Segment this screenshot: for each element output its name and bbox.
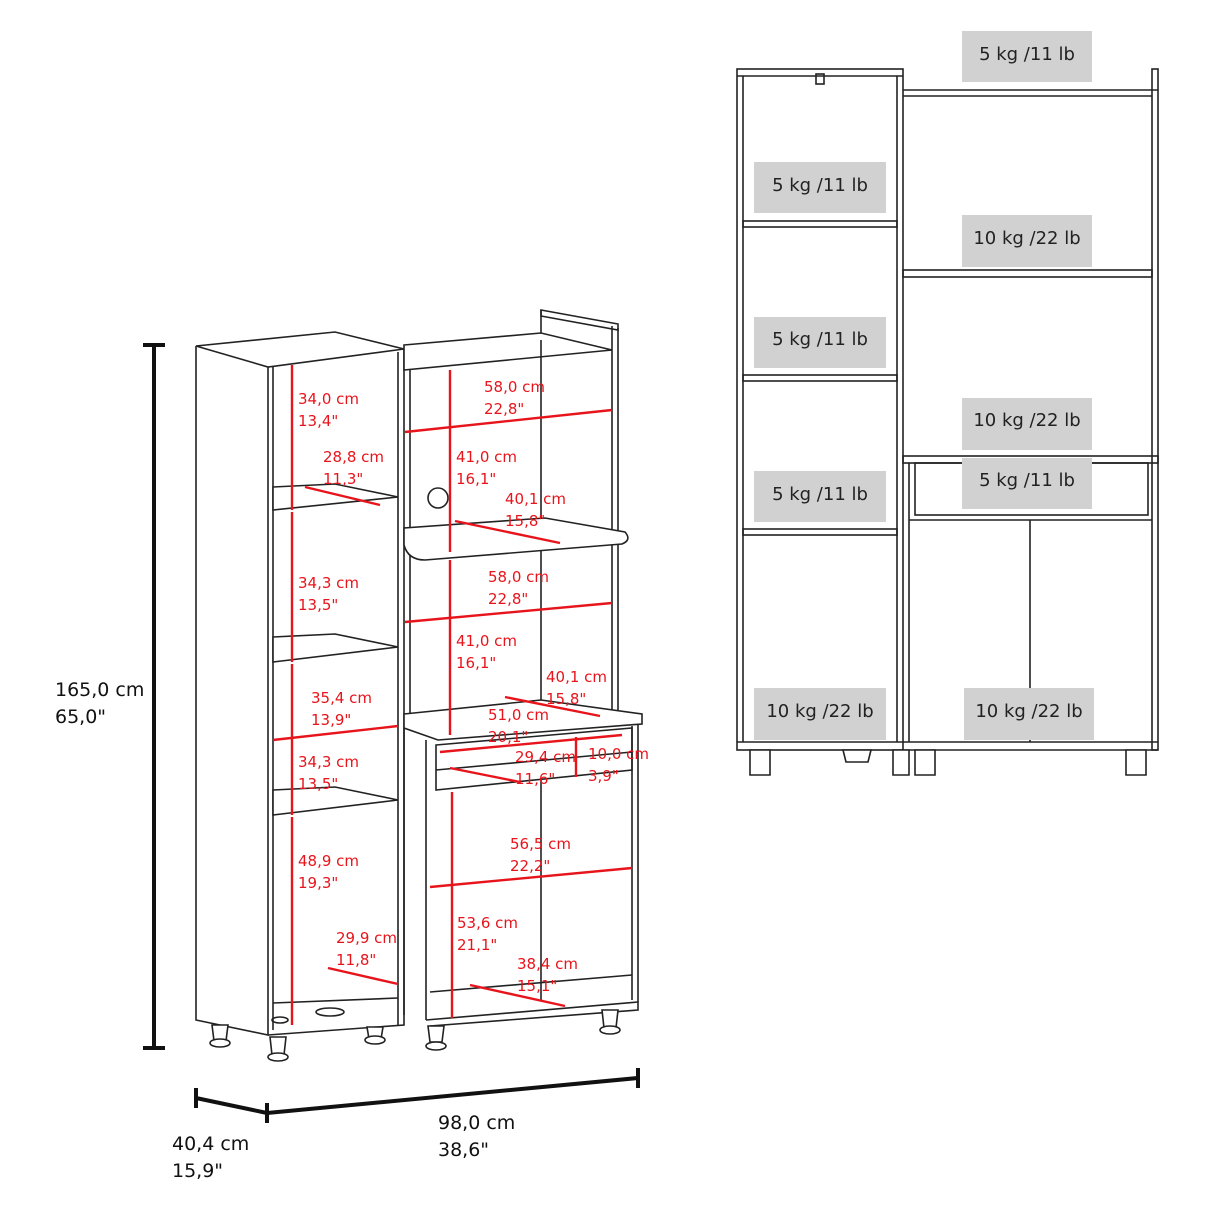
dim-label-cm: 48,9 cm (298, 852, 359, 870)
dim-label-in: 13,9" (311, 711, 351, 729)
dim-label-cm: 34,3 cm (298, 574, 359, 592)
dim-label-in: 22,8" (484, 400, 524, 418)
weight-label: 5 kg /11 lb (772, 175, 868, 196)
dim-label-cm: 35,4 cm (311, 689, 372, 707)
dim-label-cm: 38,4 cm (517, 955, 578, 973)
dim-label-in: 16,1" (456, 654, 496, 672)
dim-label-cm: 34,0 cm (298, 390, 359, 408)
feet (749, 749, 1147, 776)
inner-dimension-labels: 34,0 cm 13,4" 28,8 cm 11,3" 34,3 cm 13,5… (298, 378, 649, 995)
dim-label-in: 13,4" (298, 412, 338, 430)
dim-label-in: 15,1" (517, 977, 557, 995)
dim-label-in: 22,8" (488, 590, 528, 608)
depth-cm: 40,4 cm (172, 1133, 249, 1155)
dim-label-cm: 56,5 cm (510, 835, 571, 853)
load-capacity-drawing (736, 68, 1159, 776)
height-in: 65,0" (55, 706, 106, 728)
weight-label: 5 kg /11 lb (772, 484, 868, 505)
dim-label-in: 13,5" (298, 596, 338, 614)
dim-label-cm: 40,1 cm (546, 668, 607, 686)
front-view-drawing (195, 309, 643, 1062)
dim-label-in: 20,1" (488, 728, 528, 746)
dim-label-cm: 29,9 cm (336, 929, 397, 947)
overall-dimension-lines (143, 343, 640, 1123)
inner-dimension-lines (272, 365, 633, 1025)
unit-feet (425, 1009, 621, 1051)
dim-label-in: 15,8" (505, 512, 545, 530)
width-cm: 98,0 cm (438, 1112, 515, 1134)
dim-label-in: 19,3" (298, 874, 338, 892)
dim-label-in: 15,8" (546, 690, 586, 708)
dim-label-cm: 29,4 cm (515, 748, 576, 766)
weight-label: 10 kg /22 lb (975, 701, 1082, 722)
width-in: 38,6" (438, 1139, 489, 1161)
dim-label-cm: 40,1 cm (505, 490, 566, 508)
dim-label-in: 3,9" (588, 767, 619, 785)
dim-label-cm: 28,8 cm (323, 448, 384, 466)
dim-label-cm: 58,0 cm (484, 378, 545, 396)
dim-label-in: 11,6" (515, 770, 555, 788)
depth-in: 15,9" (172, 1160, 223, 1182)
weight-label: 10 kg /22 lb (973, 410, 1080, 431)
dim-label-in: 21,1" (457, 936, 497, 954)
dim-label-cm: 10,0 cm (588, 745, 649, 763)
dim-label-in: 22,2" (510, 857, 550, 875)
dim-label-cm: 58,0 cm (488, 568, 549, 586)
weight-labels: 5 kg /11 lb 5 kg /11 lb 10 kg /22 lb 5 k… (754, 31, 1094, 740)
weight-label: 5 kg /11 lb (772, 329, 868, 350)
dim-label-in: 13,5" (298, 775, 338, 793)
tower-feet (209, 1024, 386, 1062)
dim-label-in: 11,3" (323, 470, 363, 488)
height-cm: 165,0 cm (55, 679, 144, 701)
weight-label: 5 kg /11 lb (979, 44, 1075, 65)
weight-label: 10 kg /22 lb (973, 228, 1080, 249)
dim-label-cm: 53,6 cm (457, 914, 518, 932)
dim-label-in: 11,8" (336, 951, 376, 969)
dim-label-cm: 41,0 cm (456, 632, 517, 650)
dim-label-in: 16,1" (456, 470, 496, 488)
dim-label-cm: 41,0 cm (456, 448, 517, 466)
weight-label: 10 kg /22 lb (766, 701, 873, 722)
dim-label-cm: 34,3 cm (298, 753, 359, 771)
dim-label-cm: 51,0 cm (488, 706, 549, 724)
weight-label: 5 kg /11 lb (979, 470, 1075, 491)
